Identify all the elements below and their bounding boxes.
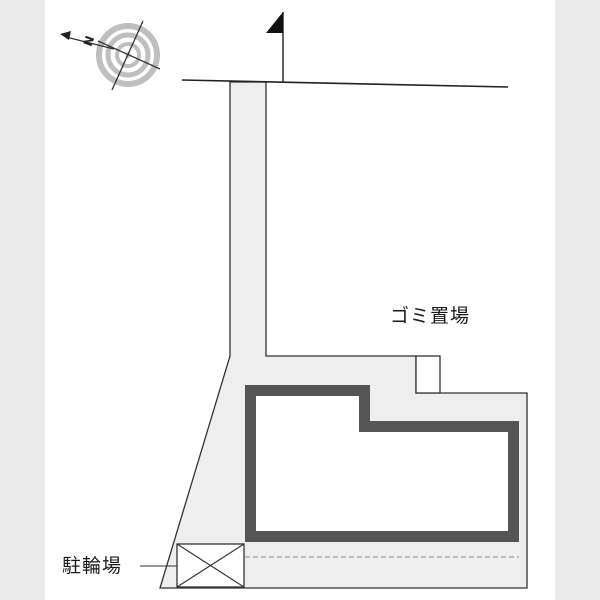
compass-north-letter: N [81,34,98,48]
bicycle-parking-area [176,543,245,588]
flag-icon [266,12,284,82]
garbage-area [415,355,441,394]
bicycle-parking-label: 駐輪場 [62,555,123,577]
garbage-area-label: ゴミ置場 [390,305,471,327]
road-line [181,79,509,88]
compass-rose-icon [60,20,161,91]
building-interior [256,396,508,531]
